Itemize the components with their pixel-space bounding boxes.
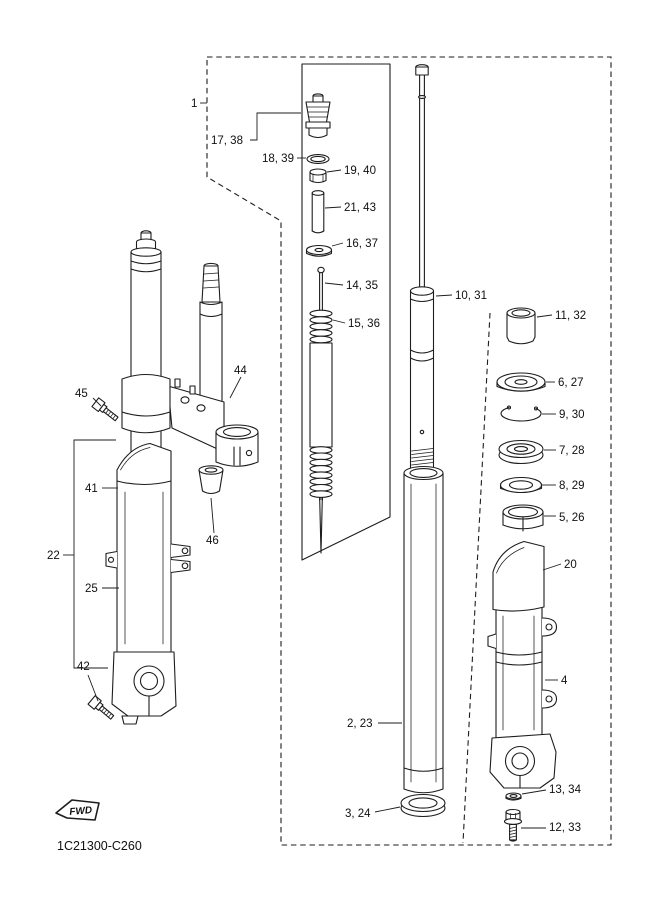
callout-44: 44 (234, 365, 247, 377)
callout-46: 46 (206, 535, 219, 547)
callout-14-35: 14, 35 (346, 280, 378, 292)
callout-15-36: 15, 36 (348, 318, 380, 330)
subassembly-outline (301, 63, 391, 561)
callout-16-37: 16, 37 (346, 238, 378, 250)
callout-19-40: 19, 40 (344, 165, 376, 177)
callout-20: 20 (564, 559, 577, 571)
callout-8-29: 8, 29 (559, 480, 585, 492)
callout-labels: 1 17, 38 18, 39 19, 40 21, 43 16, 37 14,… (47, 98, 586, 834)
callout-18-39: 18, 39 (262, 153, 294, 165)
callout-3-24: 3, 24 (345, 808, 371, 820)
callout-11-32: 11, 32 (555, 310, 586, 322)
callout-4: 4 (561, 675, 568, 687)
callout-6-27: 6, 27 (558, 377, 584, 389)
callout-7-28: 7, 28 (559, 445, 585, 457)
callout-12-33: 12, 33 (549, 822, 581, 834)
callout-41: 41 (85, 483, 98, 495)
inner-tube (409, 64, 435, 472)
callout-10-31: 10, 31 (455, 290, 487, 302)
callout-13-34: 13, 34 (549, 784, 582, 796)
callout-22: 22 (47, 550, 60, 562)
callout-1: 1 (191, 98, 197, 110)
right-fork-parts (487, 307, 558, 842)
callout-25: 25 (85, 583, 98, 595)
callout-42: 42 (77, 661, 90, 673)
leader-lines (63, 102, 562, 829)
callout-5-26: 5, 26 (559, 512, 585, 524)
drawing-number: 1C21300-C260 (57, 839, 142, 853)
outer-tube (403, 465, 444, 794)
fwd-marker: FWD (55, 799, 100, 821)
damper-spring-parts (305, 93, 333, 554)
fwd-label: FWD (69, 805, 93, 818)
callout-45: 45 (75, 388, 88, 400)
callout-2-23: 2, 23 (347, 718, 373, 730)
callout-9-30: 9, 30 (559, 409, 585, 421)
left-fork-assembly (87, 230, 259, 725)
assembly-boundary (206, 56, 612, 846)
callout-21-43: 21, 43 (344, 202, 376, 214)
callout-17-38: 17, 38 (211, 135, 243, 147)
dust-seal (400, 793, 446, 818)
